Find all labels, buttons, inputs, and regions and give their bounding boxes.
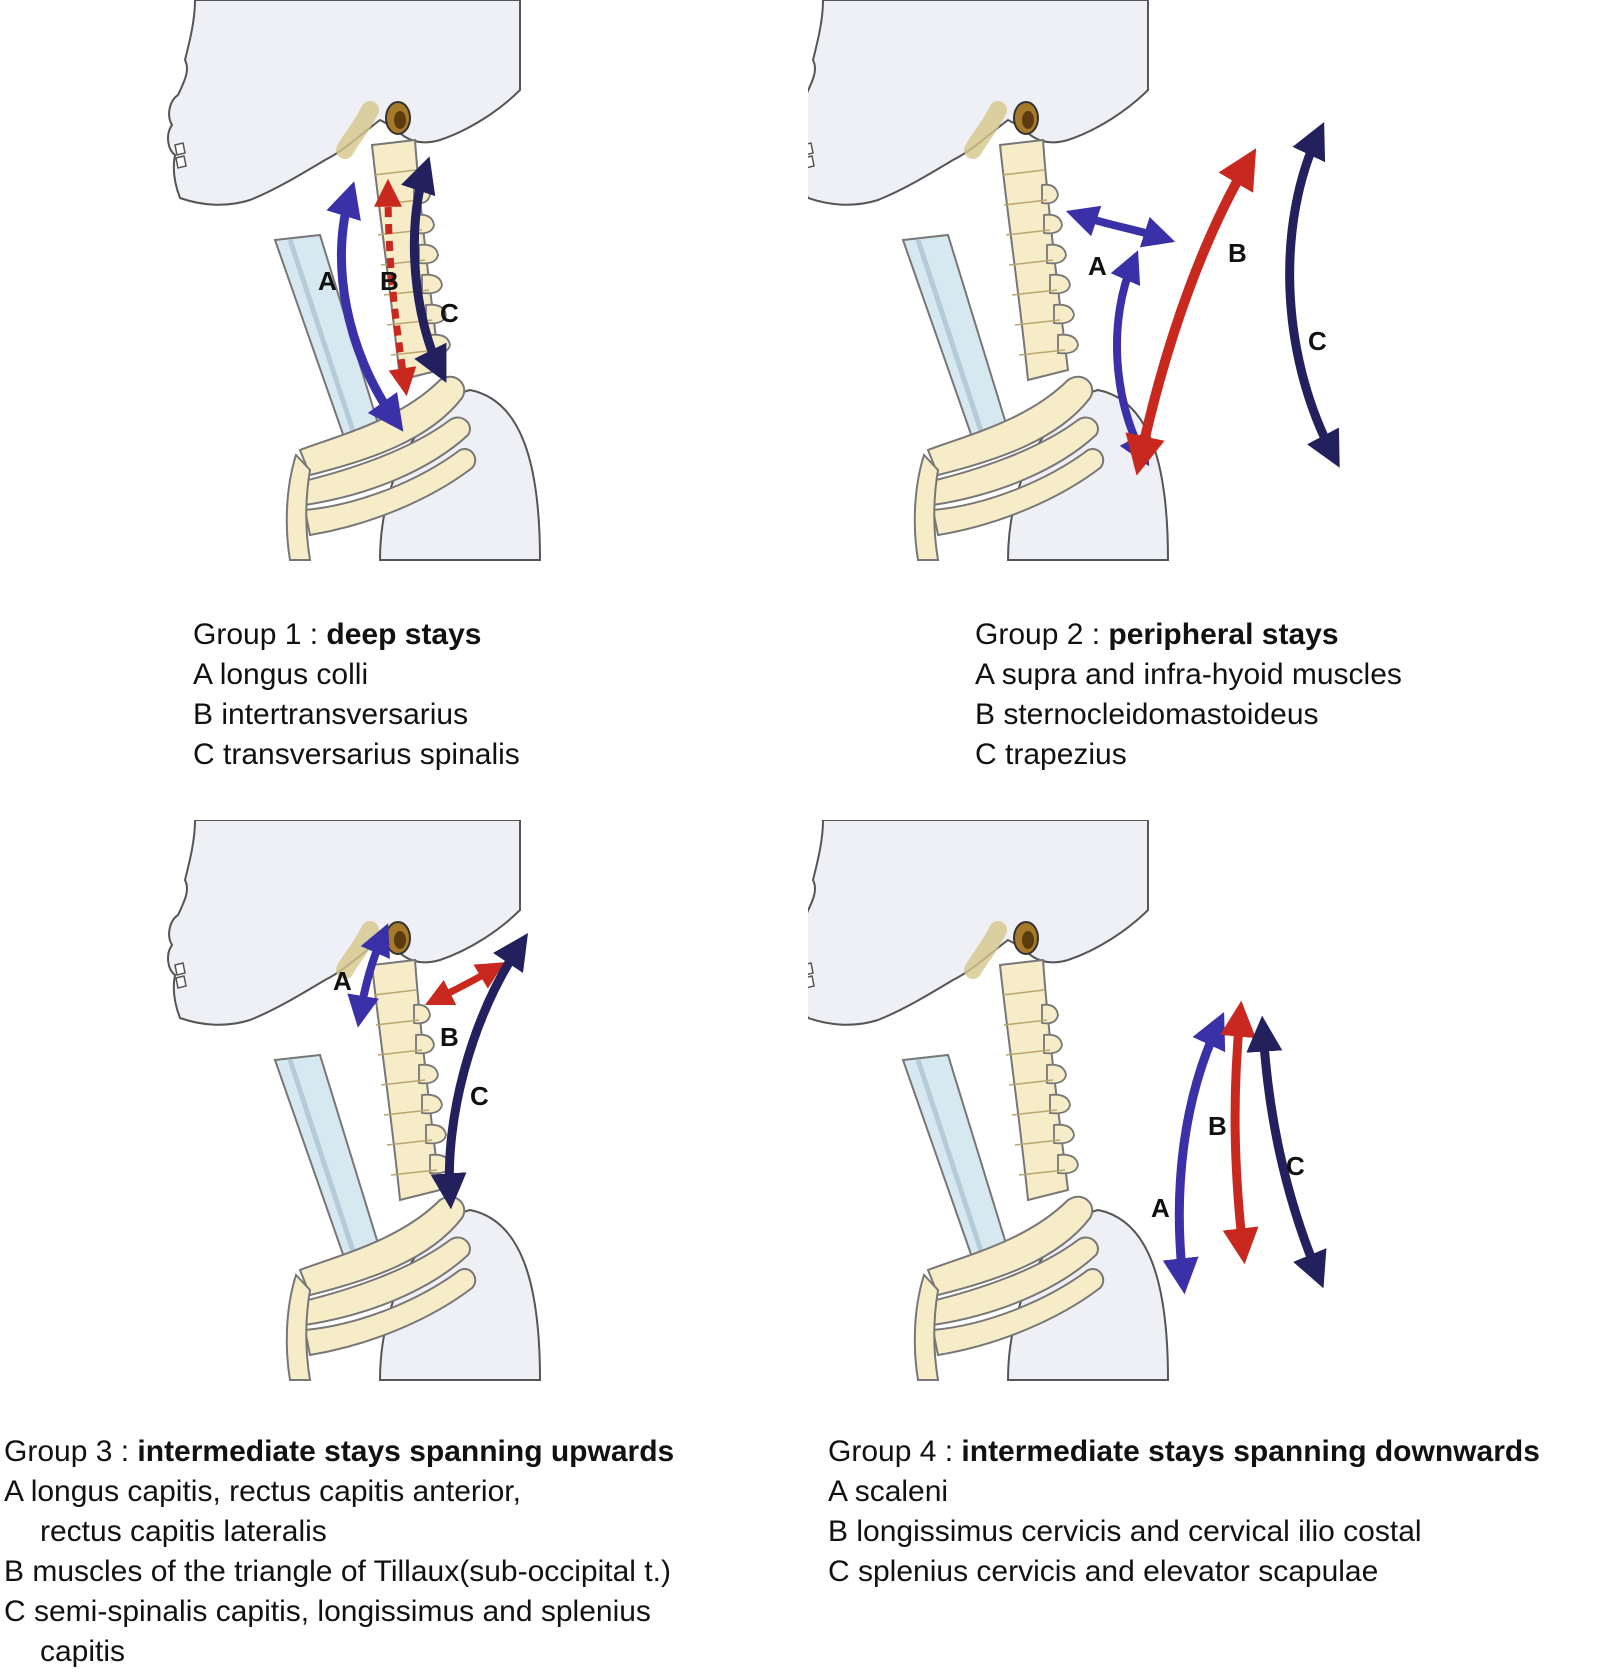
caption-group-1: Group 1 : deep stays A longus colli B in…: [193, 615, 520, 775]
caption-group-3: Group 3 : intermediate stays spanning up…: [4, 1432, 674, 1672]
caption-line: C trapezius: [975, 738, 1127, 771]
illustration-group-1: A B C: [0, 0, 808, 580]
caption-line: A longus colli: [193, 658, 369, 691]
label-a: A: [318, 266, 337, 296]
caption-line: A supra and infra-hyoid muscles: [975, 658, 1402, 691]
label-c: C: [1286, 1151, 1305, 1181]
caption-line: B muscles of the triangle of Tillaux(sub…: [4, 1555, 671, 1588]
arrow-a: [1162, 1011, 1226, 1295]
caption-line: A scaleni: [828, 1475, 949, 1508]
label-c: C: [1308, 326, 1327, 356]
arrow-c: [1246, 1015, 1327, 1289]
arrow-a-upper: [1065, 205, 1176, 248]
caption-title: Group 2 : peripheral stays: [975, 618, 1339, 651]
caption-line: B longissimus cervicis and cervical ilio…: [828, 1515, 1422, 1548]
caption-line: C semi-spinalis capitis, longissimus and…: [4, 1595, 651, 1628]
caption-title: Group 4 : intermediate stays spanning do…: [828, 1435, 1540, 1468]
label-b: B: [1228, 238, 1247, 268]
label-b: B: [440, 1022, 459, 1052]
caption-line: capitis: [40, 1635, 126, 1668]
illustration-group-4: A B C: [808, 820, 1327, 1420]
caption-group-4: Group 4 : intermediate stays spanning do…: [828, 1432, 1540, 1592]
label-a: A: [333, 966, 352, 996]
caption-line: B intertransversarius: [193, 698, 469, 731]
caption-line: C transversarius spinalis: [193, 738, 520, 771]
label-c: C: [440, 298, 459, 328]
label-a: A: [1088, 251, 1107, 281]
panel-group-3: A B C Group 3 : intermediate stays spann…: [0, 820, 808, 1668]
illustration-group-3: A B C: [0, 820, 808, 1420]
arrow-b: [1220, 1000, 1259, 1265]
caption-line: rectus capitis lateralis: [40, 1515, 327, 1548]
label-b: B: [380, 266, 399, 296]
arrow-b: [1125, 148, 1257, 476]
label-a: A: [1151, 1193, 1170, 1223]
caption-group-2: Group 2 : peripheral stays A supra and i…: [975, 615, 1402, 775]
caption-line: B sternocleidomastoideus: [975, 698, 1319, 731]
panel-group-2: A B C Group 2 : peripheral stays A supra…: [808, 0, 1616, 833]
label-c: C: [470, 1081, 489, 1111]
panel-group-4: A B C Group 4 : intermediate stays spann…: [808, 820, 1616, 1653]
arrow-a: [347, 923, 390, 1028]
arrow-c: [1285, 121, 1340, 468]
caption-line: C splenius cervicis and elevator scapula…: [828, 1555, 1379, 1588]
caption-title: Group 1 : deep stays: [193, 618, 482, 651]
caption-title: Group 3 : intermediate stays spanning up…: [4, 1435, 675, 1468]
arrow-b: [424, 962, 505, 1006]
arrow-c: [401, 156, 447, 383]
panel-group-1: A B C Group 1 : deep stays A longus coll…: [0, 0, 808, 833]
label-b: B: [1208, 1111, 1227, 1141]
arrow-c: [430, 933, 528, 1210]
illustration-group-2: A B C: [808, 0, 1340, 580]
caption-line: A longus capitis, rectus capitis anterio…: [4, 1475, 521, 1508]
